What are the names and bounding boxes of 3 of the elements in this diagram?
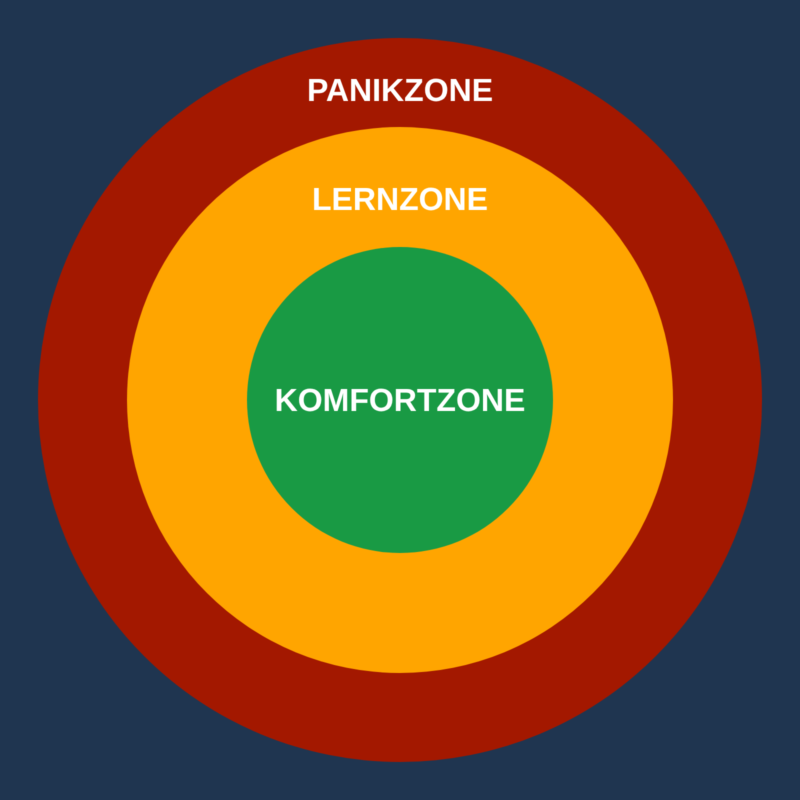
zone-label: PANIKZONE [306,71,494,109]
zone-label: LERNZONE [312,180,488,218]
zone-label: KOMFORTZONE [274,381,526,419]
